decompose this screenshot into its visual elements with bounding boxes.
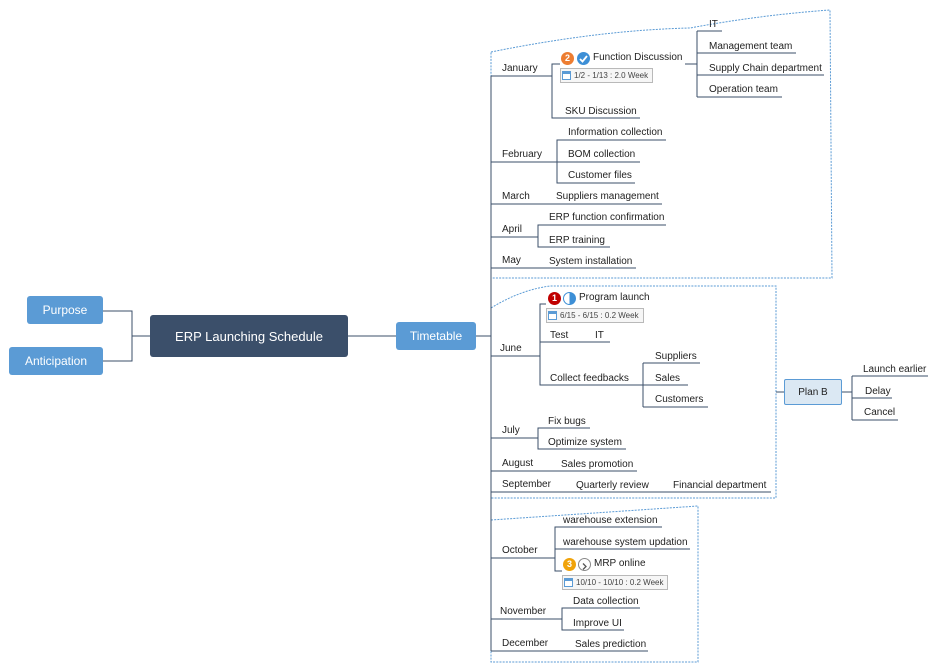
priority-2-icon: 2 — [561, 52, 574, 65]
month-september[interactable]: September — [502, 479, 551, 490]
launch-earlier-node[interactable]: Launch earlier — [863, 364, 927, 375]
plan-b-node[interactable]: Plan B — [784, 379, 842, 405]
test-node[interactable]: Test — [550, 330, 569, 341]
warehouse-extension-node[interactable]: warehouse extension — [563, 515, 658, 526]
boundaries — [490, 9, 833, 663]
month-march[interactable]: March — [502, 191, 530, 202]
connectors — [103, 30, 928, 652]
mrp-date-text: 10/10 - 10/10 : 0.2 Week — [576, 578, 664, 587]
dept-it-node[interactable]: IT — [709, 19, 718, 30]
suppliers-management-node[interactable]: Suppliers management — [556, 191, 659, 202]
calendar-icon — [548, 311, 557, 320]
function-date-tag: 1/2 - 1/13 : 2.0 Week — [560, 68, 654, 83]
improve-ui-node[interactable]: Improve UI — [573, 618, 622, 629]
feedback-customers-node[interactable]: Customers — [655, 394, 704, 405]
dept-operation-node[interactable]: Operation team — [709, 84, 778, 95]
delay-node[interactable]: Delay — [865, 386, 891, 397]
warehouse-system-updation-node[interactable]: warehouse system updation — [563, 537, 688, 548]
check-icon — [577, 52, 590, 65]
calendar-icon — [562, 71, 571, 80]
fix-bugs-node[interactable]: Fix bugs — [548, 416, 586, 427]
collect-feedbacks-node[interactable]: Collect feedbacks — [550, 373, 629, 384]
priority-1-icon: 1 — [548, 292, 561, 305]
month-february[interactable]: February — [502, 149, 543, 160]
feedback-sales-node[interactable]: Sales — [655, 373, 681, 384]
month-august[interactable]: August — [502, 458, 534, 469]
test-it-node[interactable]: IT — [595, 330, 604, 341]
central-topic[interactable]: ERP Launching Schedule — [150, 315, 348, 357]
program-launch-node[interactable]: Program launch — [579, 292, 650, 303]
month-december[interactable]: December — [502, 638, 549, 649]
boundary-q2 — [490, 285, 777, 499]
month-january[interactable]: January — [502, 63, 538, 74]
dept-supply-chain-node[interactable]: Supply Chain department — [709, 63, 822, 74]
priority-3-icon: 3 — [563, 558, 576, 571]
sales-prediction-node[interactable]: Sales prediction — [575, 639, 647, 650]
customer-files-node[interactable]: Customer files — [568, 170, 632, 181]
anticipation-node[interactable]: Anticipation — [9, 347, 103, 375]
month-april[interactable]: April — [502, 224, 523, 235]
sku-discussion-node[interactable]: SKU Discussion — [565, 106, 637, 117]
month-may[interactable]: May — [502, 255, 521, 266]
financial-department-node[interactable]: Financial department — [673, 480, 767, 491]
month-june[interactable]: June — [500, 343, 522, 354]
cancel-node[interactable]: Cancel — [864, 407, 896, 418]
mrp-date-tag: 10/10 - 10/10 : 0.2 Week — [562, 575, 669, 590]
calendar-icon — [564, 578, 573, 587]
month-october[interactable]: October — [502, 545, 538, 556]
quarterly-review-node[interactable]: Quarterly review — [576, 480, 649, 491]
month-november[interactable]: November — [500, 606, 547, 617]
purpose-node[interactable]: Purpose — [27, 296, 103, 324]
program-date-text: 6/15 - 6/15 : 0.2 Week — [560, 311, 639, 320]
erp-training-node[interactable]: ERP training — [549, 235, 605, 246]
month-july[interactable]: July — [502, 425, 520, 436]
progress-half-icon — [563, 292, 576, 305]
timetable-node[interactable]: Timetable — [396, 322, 476, 350]
function-discussion-node[interactable]: Function Discussion — [593, 52, 683, 63]
program-date-tag: 6/15 - 6/15 : 0.2 Week — [546, 308, 644, 323]
function-date-text: 1/2 - 1/13 : 2.0 Week — [574, 71, 649, 80]
feedback-suppliers-node[interactable]: Suppliers — [655, 351, 697, 362]
erp-function-confirmation-node[interactable]: ERP function confirmation — [549, 212, 665, 223]
sales-promotion-node[interactable]: Sales promotion — [561, 459, 634, 470]
information-collection-node[interactable]: Information collection — [568, 127, 663, 138]
optimize-system-node[interactable]: Optimize system — [548, 437, 622, 448]
bom-collection-node[interactable]: BOM collection — [568, 149, 636, 160]
dept-management-node[interactable]: Management team — [709, 41, 793, 52]
system-installation-node[interactable]: System installation — [549, 256, 633, 267]
data-collection-node[interactable]: Data collection — [573, 596, 639, 607]
arrow-right-icon — [578, 558, 591, 571]
mrp-online-node[interactable]: MRP online — [594, 558, 646, 569]
